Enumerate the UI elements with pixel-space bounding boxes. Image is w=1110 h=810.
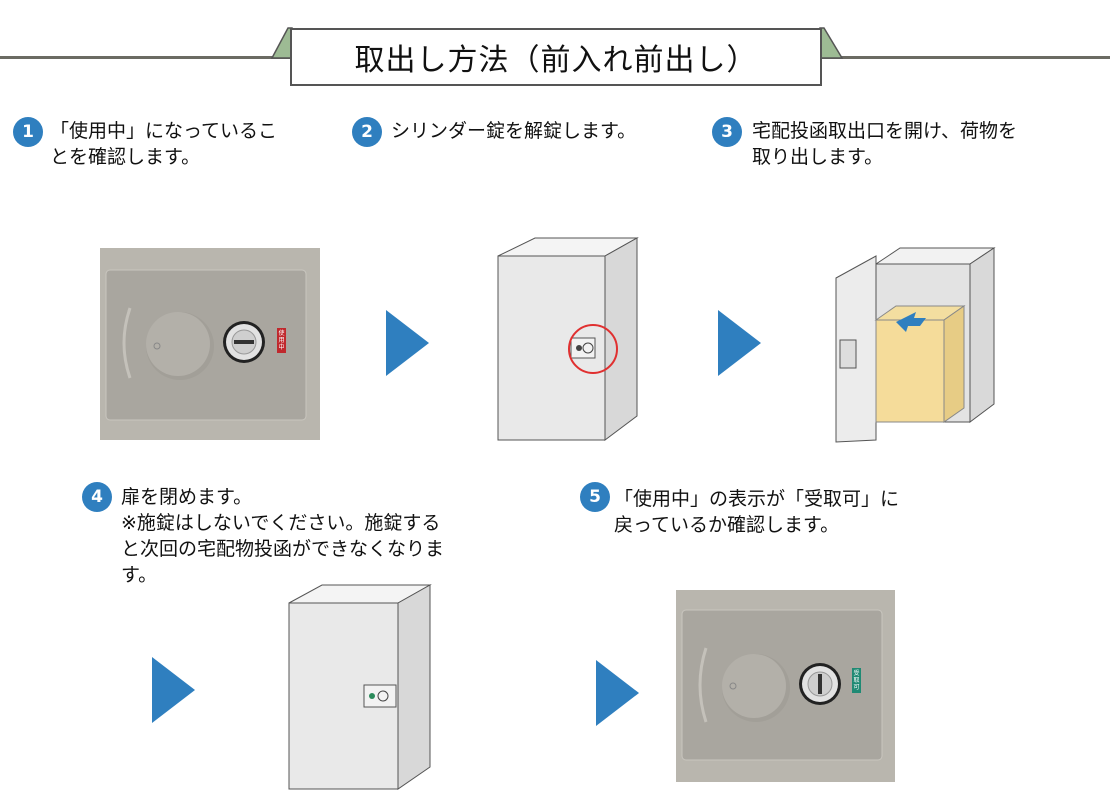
next-arrow-icon (386, 310, 429, 376)
available-tag: 受取可 (852, 668, 861, 693)
step-1-badge: 1 (13, 117, 43, 147)
next-arrow-icon (718, 310, 761, 376)
step-2-badge: 2 (352, 117, 382, 147)
next-arrow-icon (152, 657, 195, 723)
lock-panel-available-photo: 受取可 (676, 590, 895, 782)
in-use-tag: 使用中 (277, 328, 286, 353)
next-arrow-icon (596, 660, 639, 726)
step-4-text: 扉を閉めます。 ※施錠はしないでください。施錠する と次回の宅配物投函ができなく… (121, 486, 445, 586)
step-1-text: 「使用中」になっているこ とを確認します。 (50, 120, 278, 168)
closed-cabinet-illustration (288, 584, 432, 790)
step-3-badge: 3 (712, 117, 742, 147)
step-4-badge: 4 (82, 482, 112, 512)
open-cabinet-parcel-illustration (835, 247, 996, 443)
step-3-text: 宅配投函取出口を開け、荷物を 取り出します。 (752, 120, 1018, 168)
step-5-text: 「使用中」の表示が「受取可」に 戻っているか確認します。 (614, 488, 900, 536)
step-2-text: シリンダー錠を解錠します。 (391, 120, 637, 142)
lock-panel-in-use-photo: 使用中 (100, 248, 320, 440)
page-title: 取出し方法（前入れ前出し） (290, 28, 822, 86)
cabinet-lock-highlight-illustration (497, 237, 639, 441)
step-5-badge: 5 (580, 482, 610, 512)
